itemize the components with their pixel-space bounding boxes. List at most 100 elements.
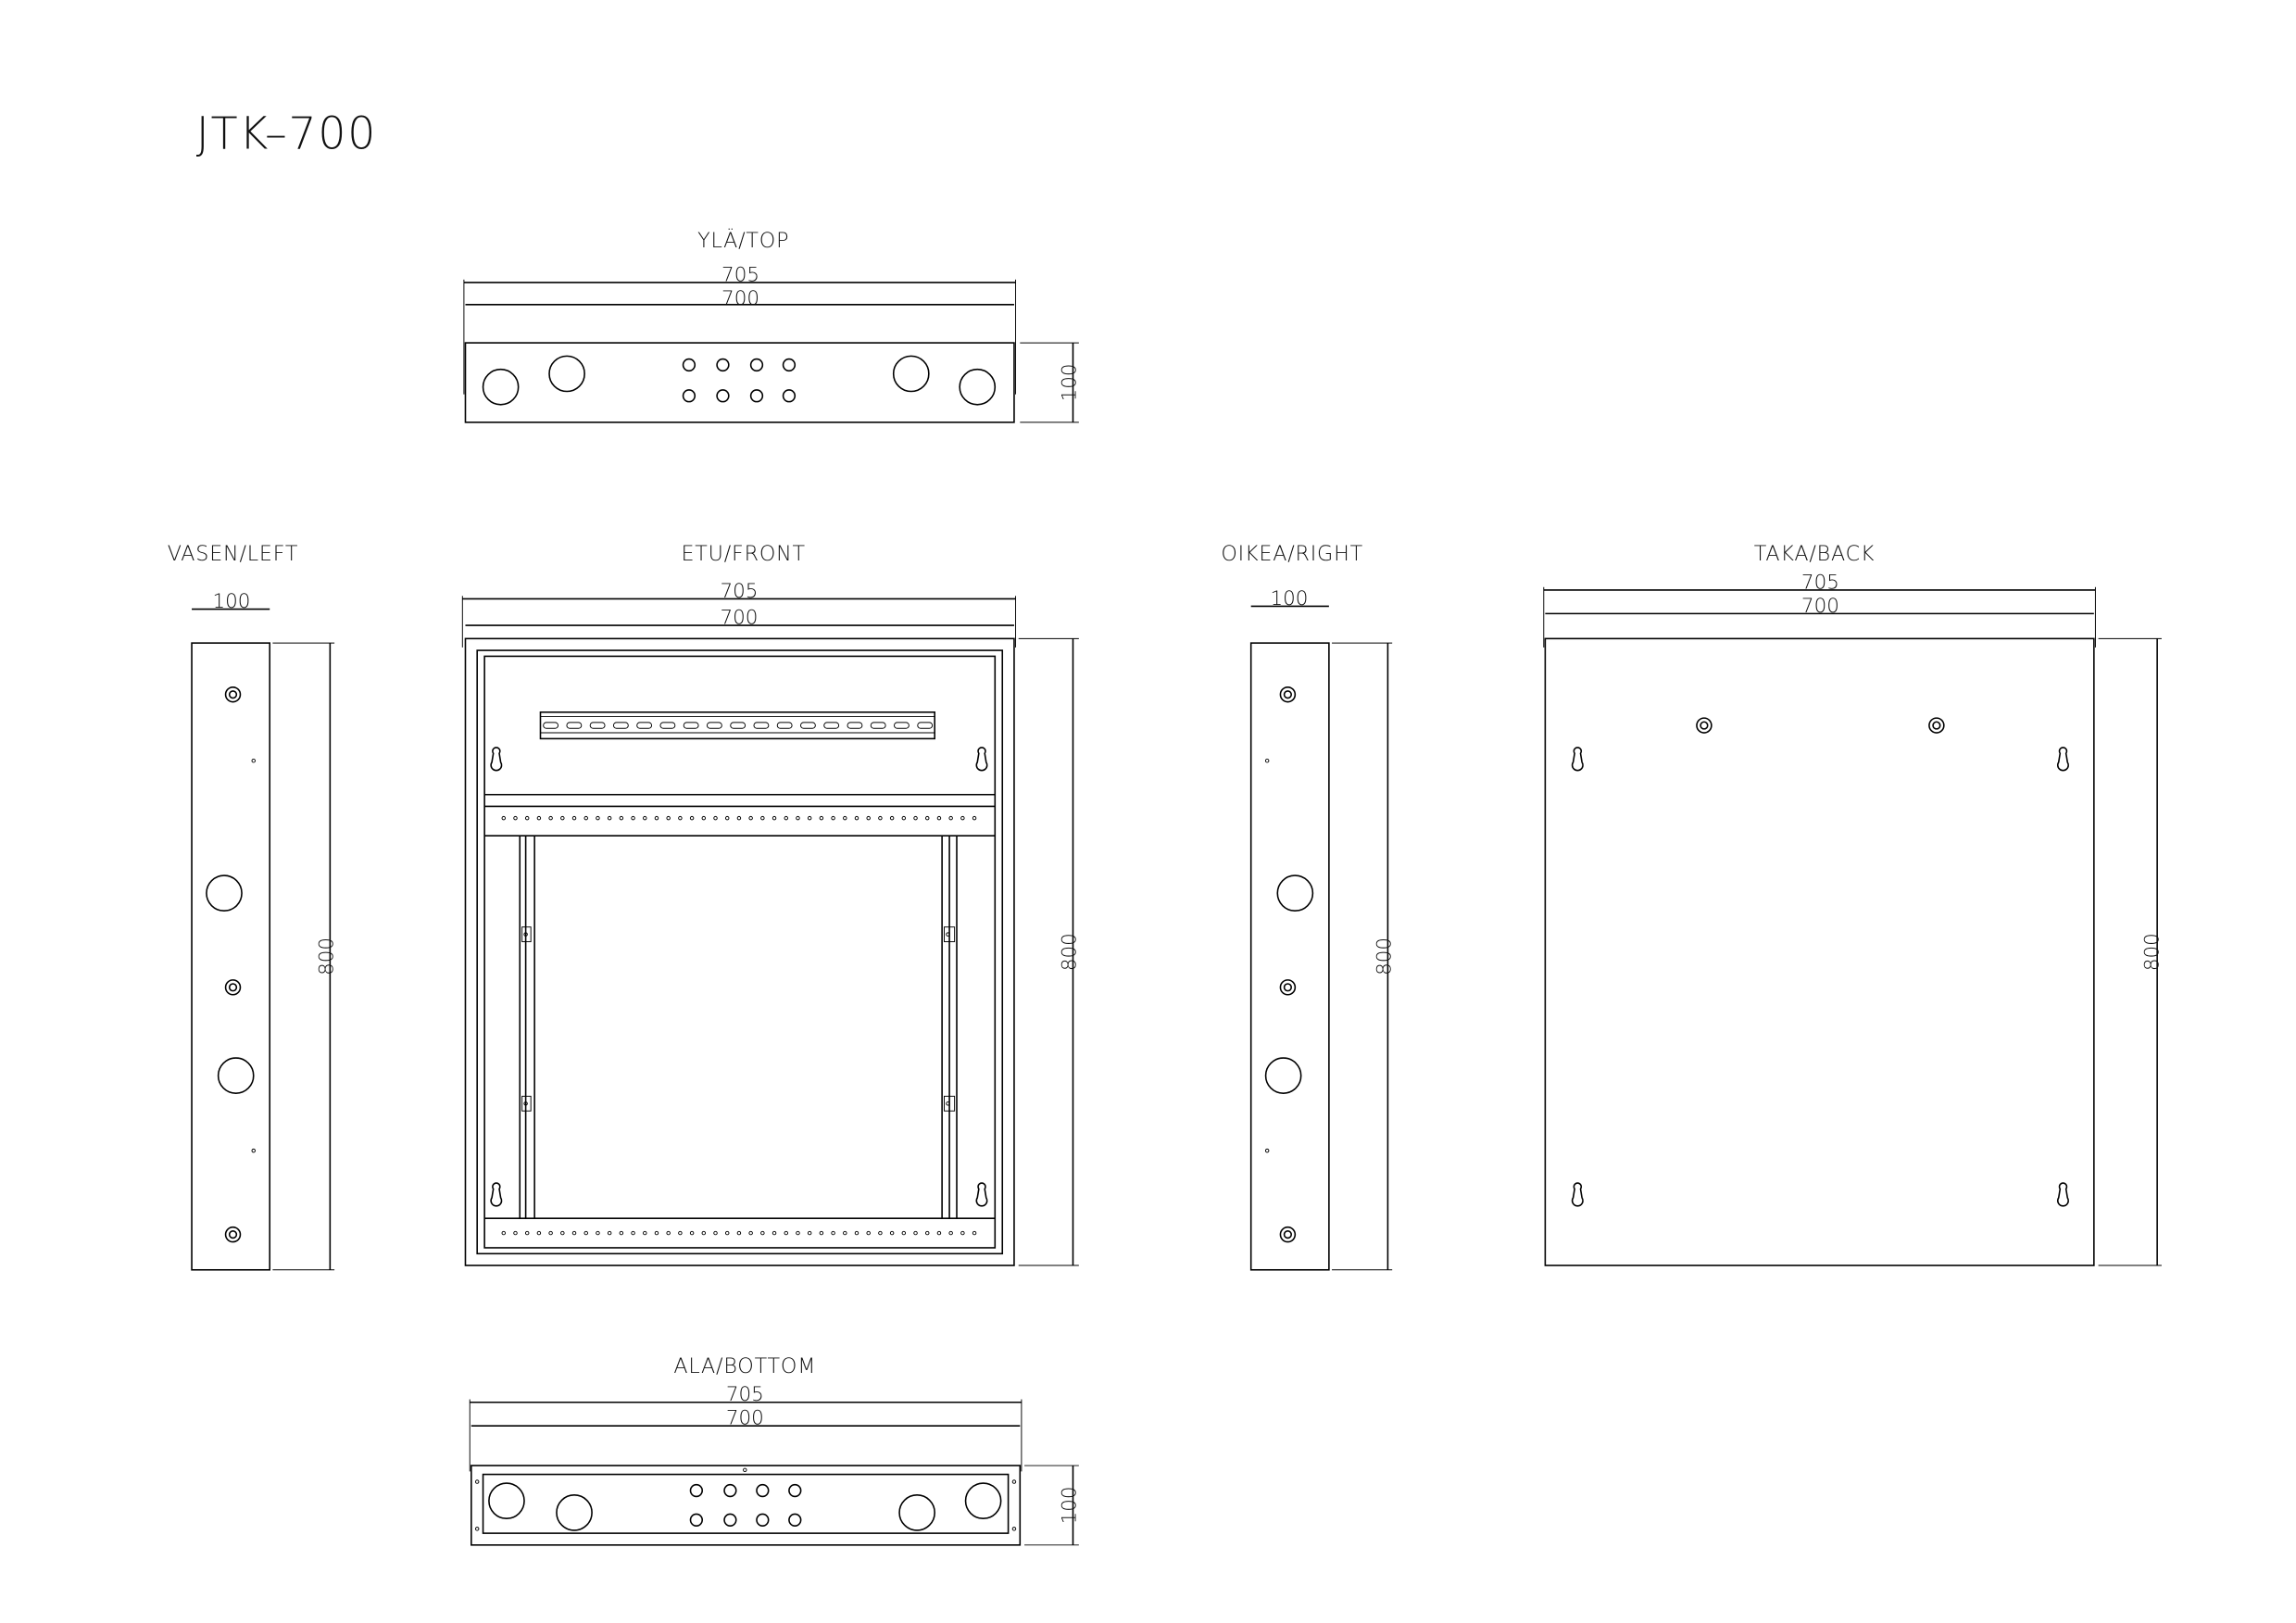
cable-entry-small [682, 358, 696, 372]
screw-icon [224, 1226, 242, 1243]
right-dim-800: 800 [1374, 937, 1397, 975]
right-panel [1249, 642, 1330, 1271]
perforation-dot [713, 815, 718, 821]
rail-bracket [944, 1095, 956, 1112]
din-rail-slot [566, 722, 583, 729]
top-view-label: YLÄ/TOP [697, 227, 789, 253]
front-dim-800: 800 [1059, 933, 1082, 971]
perforation-dot [678, 1230, 683, 1236]
cable-entry-small [788, 1483, 802, 1498]
perforation-dot [513, 815, 518, 821]
perforation-dot [972, 1230, 977, 1236]
perforation-dot [524, 815, 530, 821]
perforation-dot [701, 815, 707, 821]
top-view: YLÄ/TOP 705 700 100 [463, 227, 1082, 423]
top-dim-700: 700 [721, 287, 759, 310]
perforation-dot [501, 1230, 507, 1236]
screw-icon [1279, 686, 1297, 703]
perforation-dot [548, 1230, 553, 1236]
perforation-dot [796, 815, 800, 821]
left-dim-800: 800 [316, 937, 339, 975]
perforation-dot [925, 815, 930, 821]
right-view-label: OIKEA/RIGHT [1221, 542, 1363, 566]
perforation-dot [523, 1101, 528, 1106]
cable-entry-large [898, 1494, 935, 1531]
cable-entry-small [749, 389, 764, 403]
mounting-plate [483, 655, 997, 1249]
cable-entry-large [488, 1482, 525, 1520]
perforation-dot [251, 758, 256, 763]
perforation-dot [513, 1230, 518, 1236]
screw-icon [1928, 717, 1945, 734]
perforation-dot [501, 815, 507, 821]
perforation-dot [736, 815, 742, 821]
perforation-dot [889, 1230, 895, 1236]
back-panel [1544, 637, 2095, 1266]
perforation-dot [583, 1230, 588, 1236]
perforation-dot [748, 815, 753, 821]
screw-icon [228, 690, 238, 699]
perforation-dot [948, 815, 953, 821]
cable-entry-small [749, 358, 764, 372]
perforation-dot [548, 815, 553, 821]
din-rail-slot [612, 722, 629, 729]
perforation-dot [701, 1230, 707, 1236]
bottom-dim-100: 100 [1059, 1486, 1082, 1524]
screw-icon [1700, 721, 1709, 730]
perforation-dot [925, 1230, 930, 1236]
perforation-dot [619, 1230, 624, 1236]
perforation-dot [607, 1230, 612, 1236]
top-dim-100: 100 [1059, 364, 1082, 402]
bottom-panel-inner [482, 1473, 1010, 1534]
screw-icon [228, 1230, 238, 1239]
perforation-dot [607, 815, 612, 821]
perforation-dot [251, 1148, 256, 1153]
din-rail-slot [683, 722, 699, 729]
perforation-dot [819, 1230, 824, 1236]
screw-icon [224, 979, 242, 996]
bottom-panel-outer [470, 1465, 1022, 1546]
din-rail-slot [800, 722, 816, 729]
cable-entry-small [716, 389, 730, 403]
cable-entry-small [756, 1483, 770, 1498]
perforation-dot [796, 1230, 800, 1236]
perforation-dot [854, 815, 859, 821]
perforation-dot [523, 932, 528, 937]
perforation-dot [819, 815, 824, 821]
perforation-dot [760, 1230, 765, 1236]
perforation-dot [843, 815, 847, 821]
perforation-dot [831, 1230, 835, 1236]
rail-bracket [521, 926, 532, 943]
screw-icon [1283, 983, 1293, 992]
front-frame-inner [476, 649, 1004, 1255]
perforation-dot [678, 815, 683, 821]
din-rail-slot [823, 722, 840, 729]
screw-icon [1283, 1230, 1293, 1239]
perforation-dot [1264, 1148, 1270, 1153]
cable-entry-large [892, 355, 930, 393]
din-rail-slot [776, 722, 793, 729]
rail-bracket [521, 1095, 532, 1112]
perforation-dot [736, 1230, 742, 1236]
perforation-dot [866, 815, 871, 821]
din-rail-slot [706, 722, 722, 729]
keyhole-icon [2056, 747, 2069, 772]
din-rail-slot [753, 722, 770, 729]
perforation-dot [524, 1230, 530, 1236]
perforation-dot [784, 1230, 788, 1236]
perforation-dot [631, 1230, 635, 1236]
perforation-dot [960, 815, 965, 821]
perforation-dot [760, 815, 765, 821]
cable-entry-small [782, 358, 797, 372]
din-rail-slot [870, 722, 886, 729]
perforation-dot [666, 1230, 671, 1236]
perforation-dot [972, 815, 977, 821]
perforation-dot [878, 1230, 883, 1236]
perforation-dot [807, 815, 812, 821]
perforation-dot [936, 1230, 942, 1236]
perforation-dot [654, 815, 659, 821]
perforation-dot [619, 815, 624, 821]
cable-entry-large [556, 1494, 593, 1531]
front-view: ETU/FRONT 705 700 800 [461, 542, 1082, 1266]
right-view: OIKEA/RIGHT 100 800 [1221, 542, 1397, 1271]
